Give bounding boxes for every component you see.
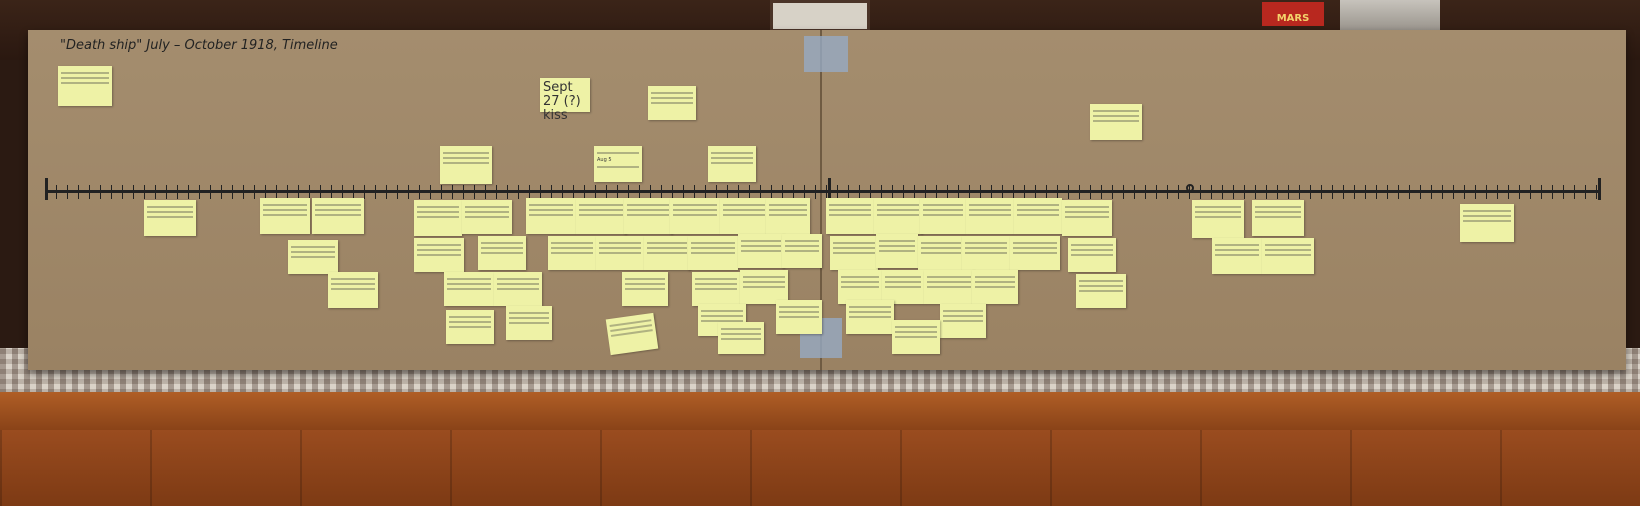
axis-end-mark bbox=[1598, 178, 1601, 200]
sticky-note bbox=[966, 198, 1014, 234]
sticky-note bbox=[1076, 274, 1126, 308]
sticky-note bbox=[940, 304, 986, 338]
sticky-note bbox=[288, 240, 338, 274]
sticky-note bbox=[688, 236, 738, 270]
board-seam bbox=[820, 30, 822, 370]
axis-start-mark bbox=[45, 178, 48, 200]
sticky-note bbox=[766, 198, 810, 234]
sticky-note bbox=[1068, 238, 1116, 272]
sticky-note bbox=[605, 312, 659, 356]
sticky-note bbox=[1192, 200, 1244, 238]
sticky-note bbox=[526, 198, 576, 234]
sticky-note bbox=[692, 272, 740, 306]
axis-mid-mark bbox=[828, 178, 831, 200]
sticky-note bbox=[720, 198, 768, 234]
sticky-note bbox=[846, 300, 894, 334]
sticky-note bbox=[494, 272, 542, 306]
timeline-ticks bbox=[45, 185, 1600, 199]
sticky-note bbox=[1460, 204, 1514, 242]
sticky-note bbox=[444, 272, 494, 306]
sticky-note bbox=[478, 236, 526, 270]
sticky-note bbox=[414, 238, 464, 272]
sticky-note bbox=[260, 198, 310, 234]
sticky-note bbox=[924, 270, 974, 304]
sticky-note bbox=[830, 236, 878, 270]
tape-top bbox=[804, 36, 848, 72]
sticky-note bbox=[312, 198, 364, 234]
sticky-note bbox=[576, 198, 626, 234]
sticky-note bbox=[826, 198, 874, 234]
sticky-note bbox=[328, 272, 378, 308]
counter-edge bbox=[0, 392, 1640, 430]
sticky-note: Sept 27 (?) kiss bbox=[540, 78, 590, 123]
sticky-note bbox=[876, 234, 918, 268]
sticky-note bbox=[920, 198, 966, 234]
sticky-note bbox=[1212, 238, 1262, 274]
mars-poster: MARS bbox=[1262, 2, 1324, 26]
wood-cabinet bbox=[0, 430, 1640, 506]
sticky-note bbox=[446, 310, 494, 344]
sticky-note bbox=[548, 236, 596, 270]
sticky-note bbox=[670, 198, 720, 234]
sticky-note bbox=[1252, 200, 1304, 236]
sticky-note bbox=[718, 322, 764, 354]
sticky-note bbox=[58, 66, 112, 106]
framed-map bbox=[770, 0, 870, 32]
sticky-note bbox=[596, 236, 644, 270]
sticky-note bbox=[972, 270, 1018, 304]
sticky-note bbox=[624, 198, 672, 234]
sticky-note bbox=[648, 86, 696, 120]
sticky-note bbox=[440, 146, 492, 184]
sticky-note bbox=[738, 234, 784, 268]
sticky-note bbox=[874, 198, 922, 234]
sticky-note bbox=[740, 270, 788, 304]
sticky-note bbox=[892, 320, 940, 354]
sticky-note bbox=[506, 306, 552, 340]
sticky-note bbox=[776, 300, 822, 334]
sticky-note: Aug 5 bbox=[594, 146, 642, 182]
sticky-note bbox=[1090, 104, 1142, 140]
sticky-note bbox=[462, 200, 512, 234]
sticky-note bbox=[1262, 238, 1314, 274]
sticky-note bbox=[622, 272, 668, 306]
background-door bbox=[1340, 0, 1440, 30]
sticky-note bbox=[1062, 200, 1112, 236]
sticky-note bbox=[708, 146, 756, 182]
sticky-note bbox=[1014, 198, 1062, 234]
sticky-note bbox=[962, 236, 1010, 270]
sticky-note bbox=[414, 200, 462, 236]
sticky-note bbox=[144, 200, 196, 236]
sticky-note bbox=[882, 270, 924, 304]
axis-circle-marker bbox=[1186, 184, 1194, 192]
sticky-note bbox=[644, 236, 690, 270]
sticky-note bbox=[1010, 236, 1060, 270]
board-title: "Death ship" July – October 1918, Timeli… bbox=[60, 38, 338, 53]
sticky-note bbox=[782, 234, 822, 268]
sticky-note bbox=[918, 236, 964, 270]
sticky-note bbox=[838, 270, 882, 304]
